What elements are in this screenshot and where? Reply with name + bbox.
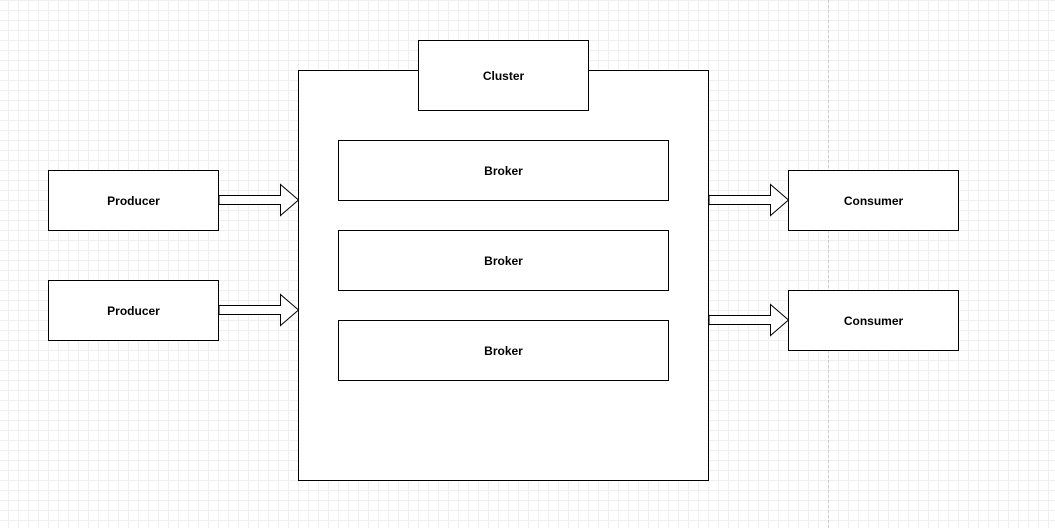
- broker-box[interactable]: Broker: [338, 320, 669, 381]
- consumer-label: Consumer: [843, 313, 904, 328]
- page-break-line: [828, 0, 829, 528]
- producer-to-cluster-arrow[interactable]: [218, 183, 300, 217]
- producer-box[interactable]: Producer: [48, 170, 219, 231]
- producer-label: Producer: [107, 193, 160, 208]
- broker-box[interactable]: Broker: [338, 230, 669, 291]
- broker-box[interactable]: Broker: [338, 140, 669, 201]
- producer-box[interactable]: Producer: [48, 280, 219, 341]
- broker-label: Broker: [484, 343, 523, 358]
- cluster-label-box[interactable]: Cluster: [418, 40, 589, 111]
- consumer-box[interactable]: Consumer: [788, 290, 959, 351]
- broker-label: Broker: [484, 163, 523, 178]
- consumer-label: Consumer: [843, 193, 904, 208]
- consumer-box[interactable]: Consumer: [788, 170, 959, 231]
- cluster-to-consumer-arrow[interactable]: [708, 183, 790, 217]
- cluster-label: Cluster: [482, 68, 525, 83]
- broker-label: Broker: [484, 253, 523, 268]
- producer-to-cluster-arrow[interactable]: [218, 293, 300, 327]
- producer-label: Producer: [107, 303, 160, 318]
- cluster-to-consumer-arrow[interactable]: [708, 303, 790, 337]
